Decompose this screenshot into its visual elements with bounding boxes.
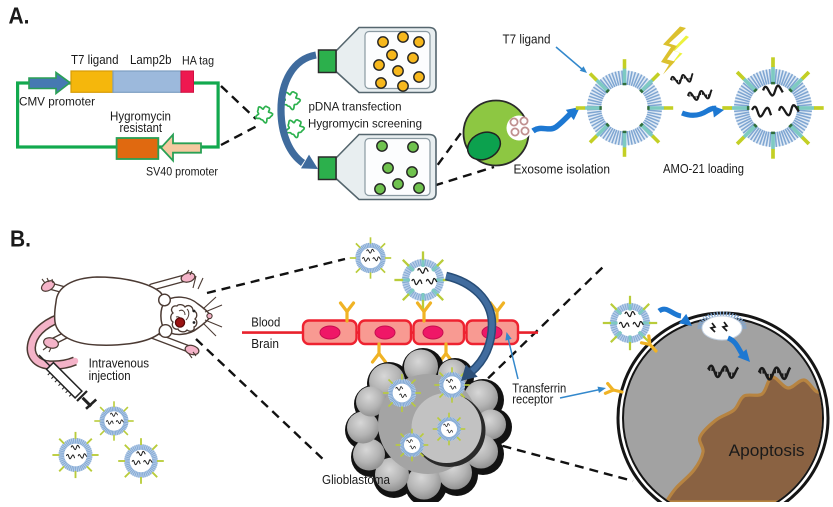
svg-text:injection: injection: [89, 369, 131, 383]
svg-text:CMV promoter: CMV promoter: [19, 94, 95, 108]
svg-text:AMO-21 loading: AMO-21 loading: [663, 162, 744, 176]
svg-text:Glioblastoma: Glioblastoma: [322, 473, 390, 487]
svg-text:pDNA transfection: pDNA transfection: [309, 100, 402, 114]
svg-text:T7 ligand: T7 ligand: [71, 53, 119, 67]
svg-text:A.: A.: [9, 3, 30, 29]
svg-text:Hygromycin screening: Hygromycin screening: [308, 117, 422, 131]
svg-text:T7 ligand: T7 ligand: [503, 33, 551, 47]
svg-text:B.: B.: [10, 226, 31, 252]
svg-text:Apoptosis: Apoptosis: [729, 441, 805, 460]
svg-text:Brain: Brain: [251, 337, 279, 351]
svg-text:Blood: Blood: [251, 315, 280, 329]
svg-text:receptor: receptor: [512, 392, 553, 406]
svg-text:resistant: resistant: [120, 121, 163, 135]
svg-text:HA tag: HA tag: [182, 54, 214, 68]
svg-text:Lamp2b: Lamp2b: [130, 53, 172, 67]
svg-text:Exosome isolation: Exosome isolation: [514, 163, 611, 177]
svg-text:SV40 promoter: SV40 promoter: [146, 165, 218, 179]
